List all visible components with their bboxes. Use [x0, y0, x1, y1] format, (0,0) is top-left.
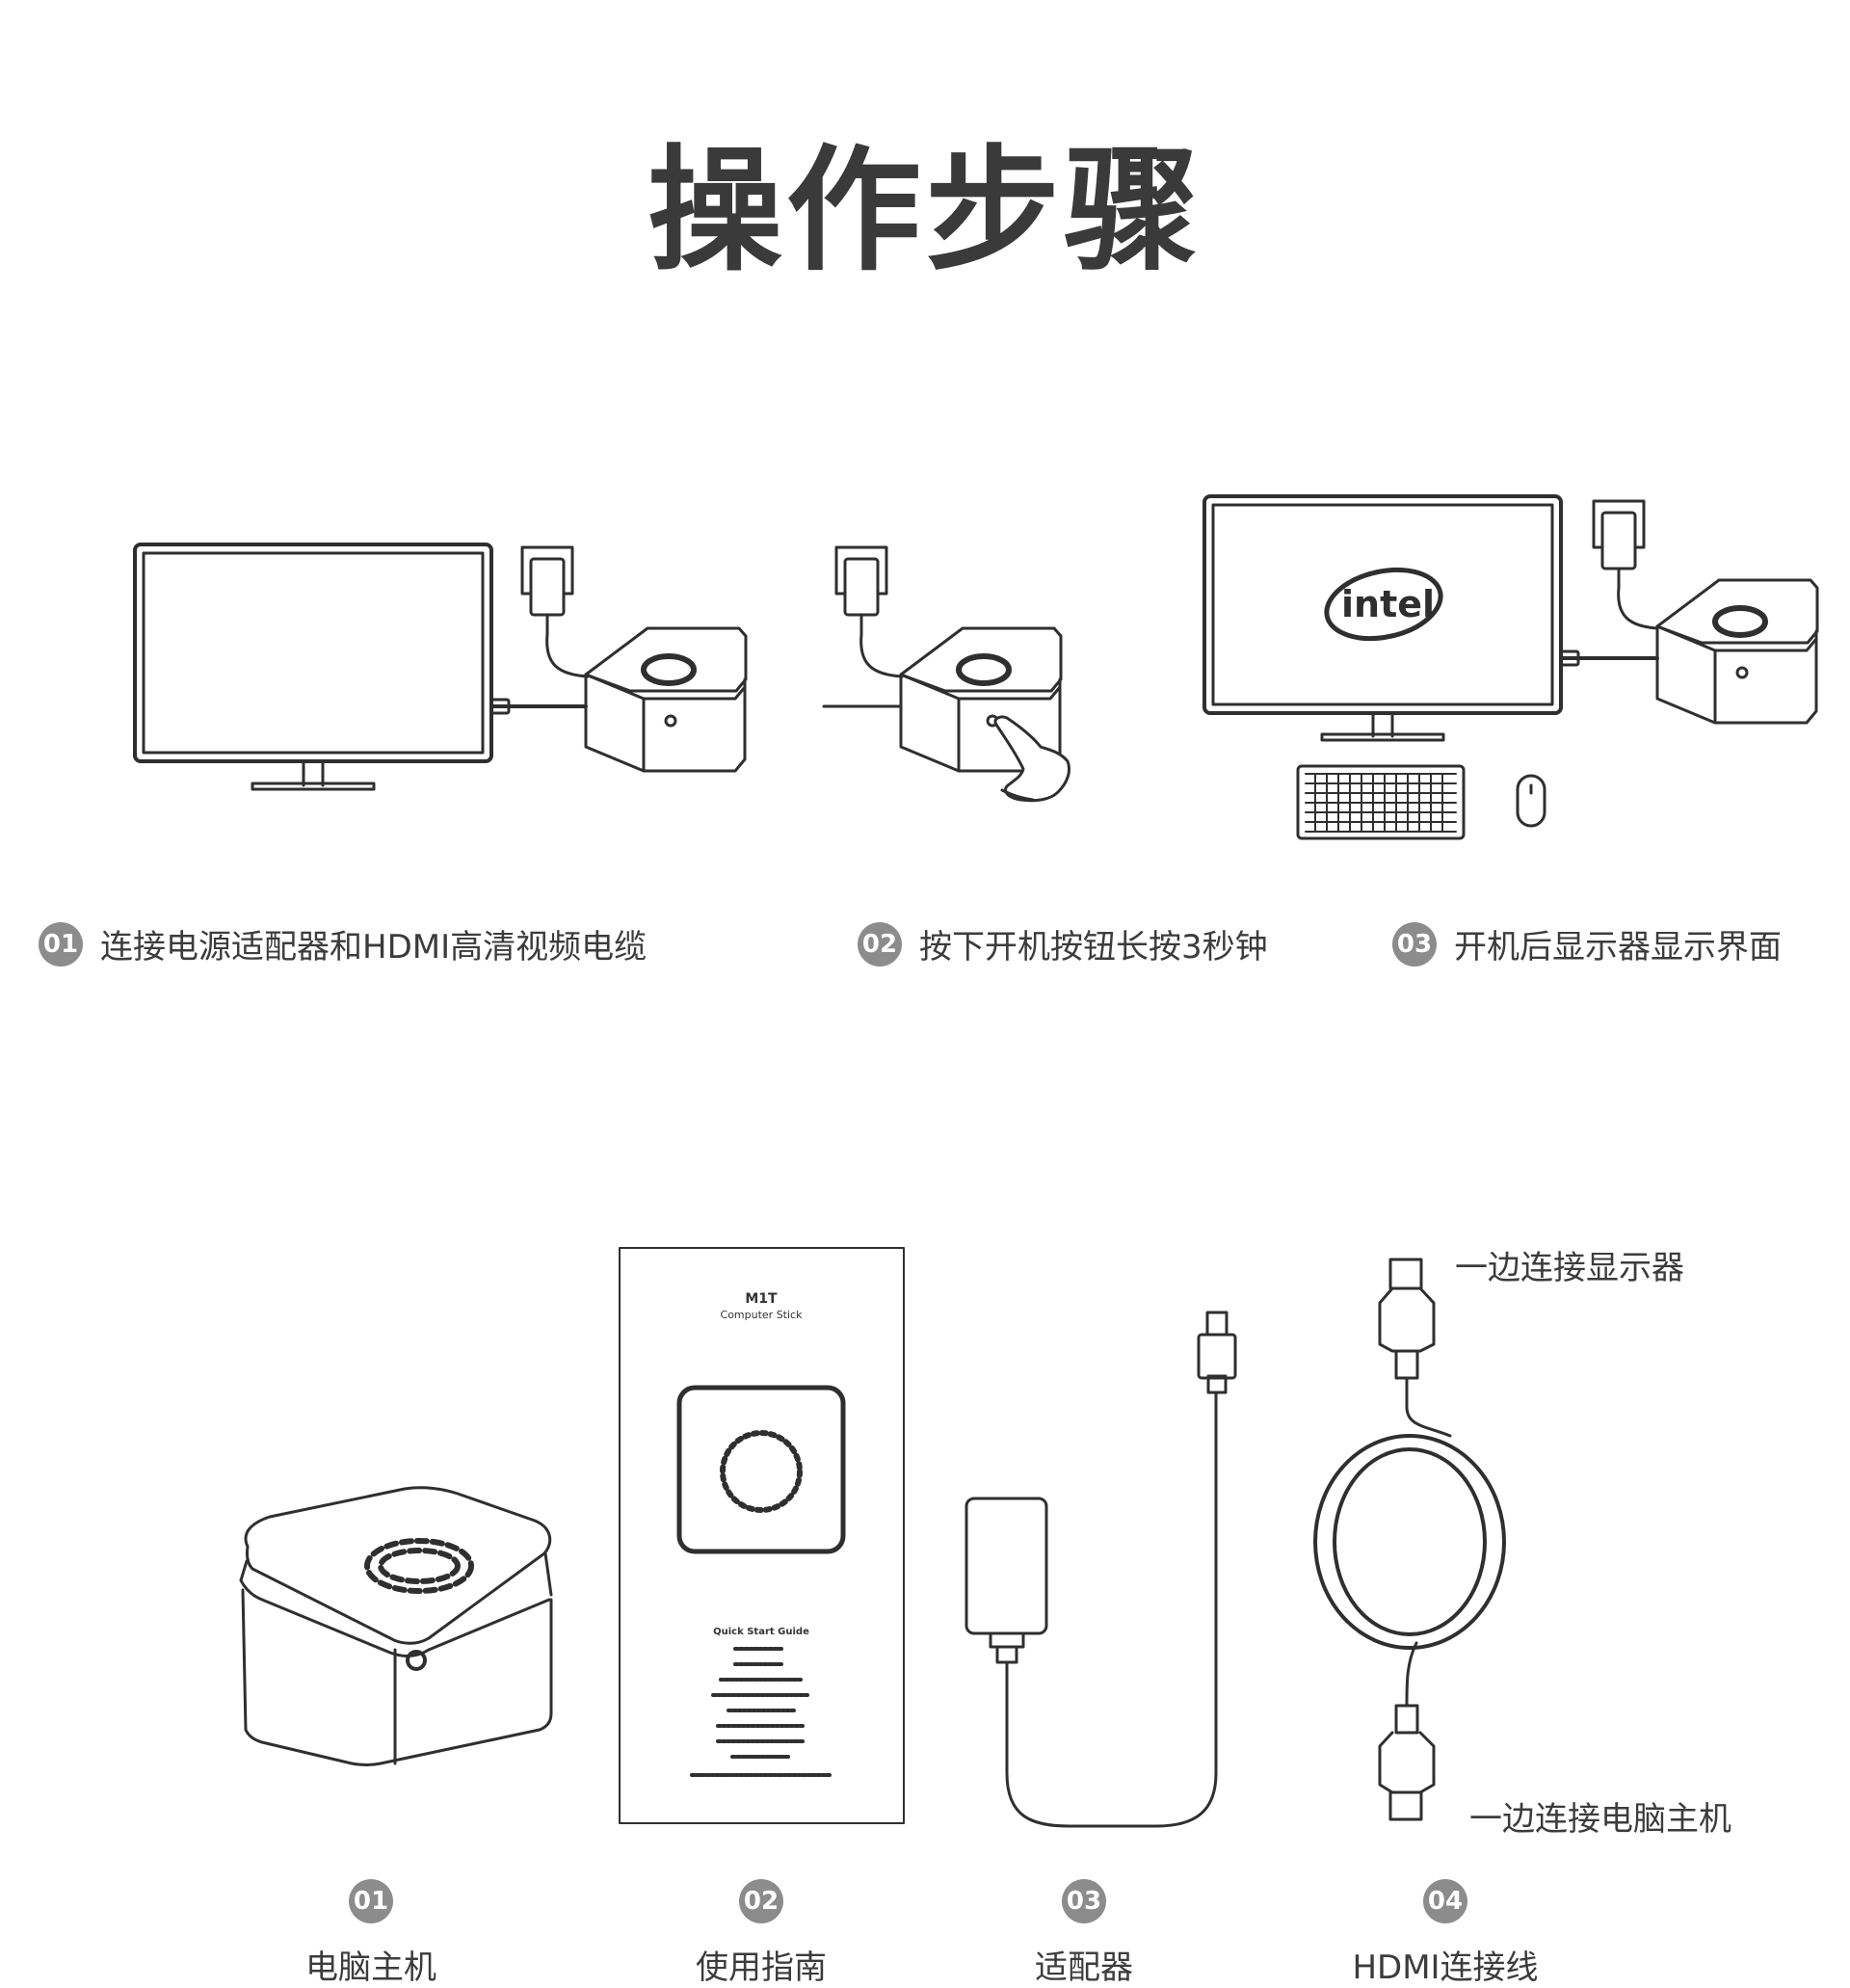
- intel-logo-text: intel: [1341, 583, 1435, 625]
- manual-title: M1T: [745, 1291, 778, 1307]
- step3-illustration: intel: [1202, 494, 1819, 840]
- item-3-number: 03: [1062, 1879, 1106, 1923]
- step-2-text: 按下开机按钮长按3秒钟: [919, 928, 1268, 967]
- monitor-icon: [133, 543, 493, 791]
- item-3-label: 适配器: [1035, 1948, 1133, 1987]
- mini-pc-icon: [1655, 578, 1819, 725]
- wall-outlet-icon: [1592, 499, 1659, 630]
- manual-text-lines: [690, 1647, 833, 1777]
- step1-illustration: [133, 543, 748, 791]
- item-adapter-illustration: [965, 1311, 1237, 1828]
- step-3-number: 03: [1392, 921, 1437, 967]
- step-2-caption: 02 按下开机按钮长按3秒钟: [858, 920, 1268, 967]
- item-2-number: 02: [739, 1879, 783, 1923]
- item-2: 02 使用指南: [670, 1879, 853, 1988]
- hdmi-note-pc: 一边连接电脑主机: [1469, 1800, 1731, 1839]
- step2-illustration: [822, 545, 1071, 803]
- item-1: 01 电脑主机: [289, 1879, 453, 1988]
- step-2-number: 02: [858, 921, 902, 967]
- keyboard-icon: [1296, 764, 1466, 840]
- fan-vent-icon: [364, 1538, 474, 1594]
- monitor-icon: intel: [1202, 494, 1563, 742]
- wall-outlet-icon: [834, 545, 904, 678]
- item-mini-pc-illustration: [239, 1486, 553, 1766]
- item-4-label: HDMI连接线: [1352, 1948, 1539, 1987]
- item-manual-illustration: M1T Computer Stick Quick Start Guide: [619, 1247, 905, 1824]
- step-1-text: 连接电源适配器和HDMI高清视频电缆: [100, 928, 648, 967]
- step-1-number: 01: [39, 921, 83, 967]
- manual-heading: Quick Start Guide: [713, 1627, 809, 1637]
- item-4: 04 HDMI连接线: [1352, 1879, 1539, 1988]
- item-1-label: 电脑主机: [305, 1948, 436, 1987]
- mouse-icon: [1516, 774, 1546, 828]
- mini-pc-icon: [899, 626, 1063, 773]
- item-1-number: 01: [349, 1879, 393, 1923]
- item-2-label: 使用指南: [696, 1948, 827, 1987]
- step-1-caption: 01 连接电源适配器和HDMI高清视频电缆: [39, 920, 647, 967]
- item-4-number: 04: [1423, 1879, 1467, 1923]
- wall-outlet-icon: [520, 545, 590, 678]
- mini-pc-icon: [584, 626, 748, 773]
- item-3: 03 适配器: [1002, 1879, 1166, 1988]
- step-3-text: 开机后显示器显示界面: [1454, 928, 1782, 967]
- item-hdmi-cable-illustration: [1313, 1258, 1506, 1821]
- manual-subtitle: Computer Stick: [721, 1309, 804, 1321]
- step-3-caption: 03 开机后显示器显示界面: [1392, 920, 1782, 967]
- intel-logo-swoosh: [1324, 567, 1443, 642]
- finger-press-icon: [993, 715, 1071, 803]
- page-title: 操作步骤: [647, 133, 1202, 290]
- hdmi-note-monitor: 一边连接显示器: [1455, 1249, 1684, 1287]
